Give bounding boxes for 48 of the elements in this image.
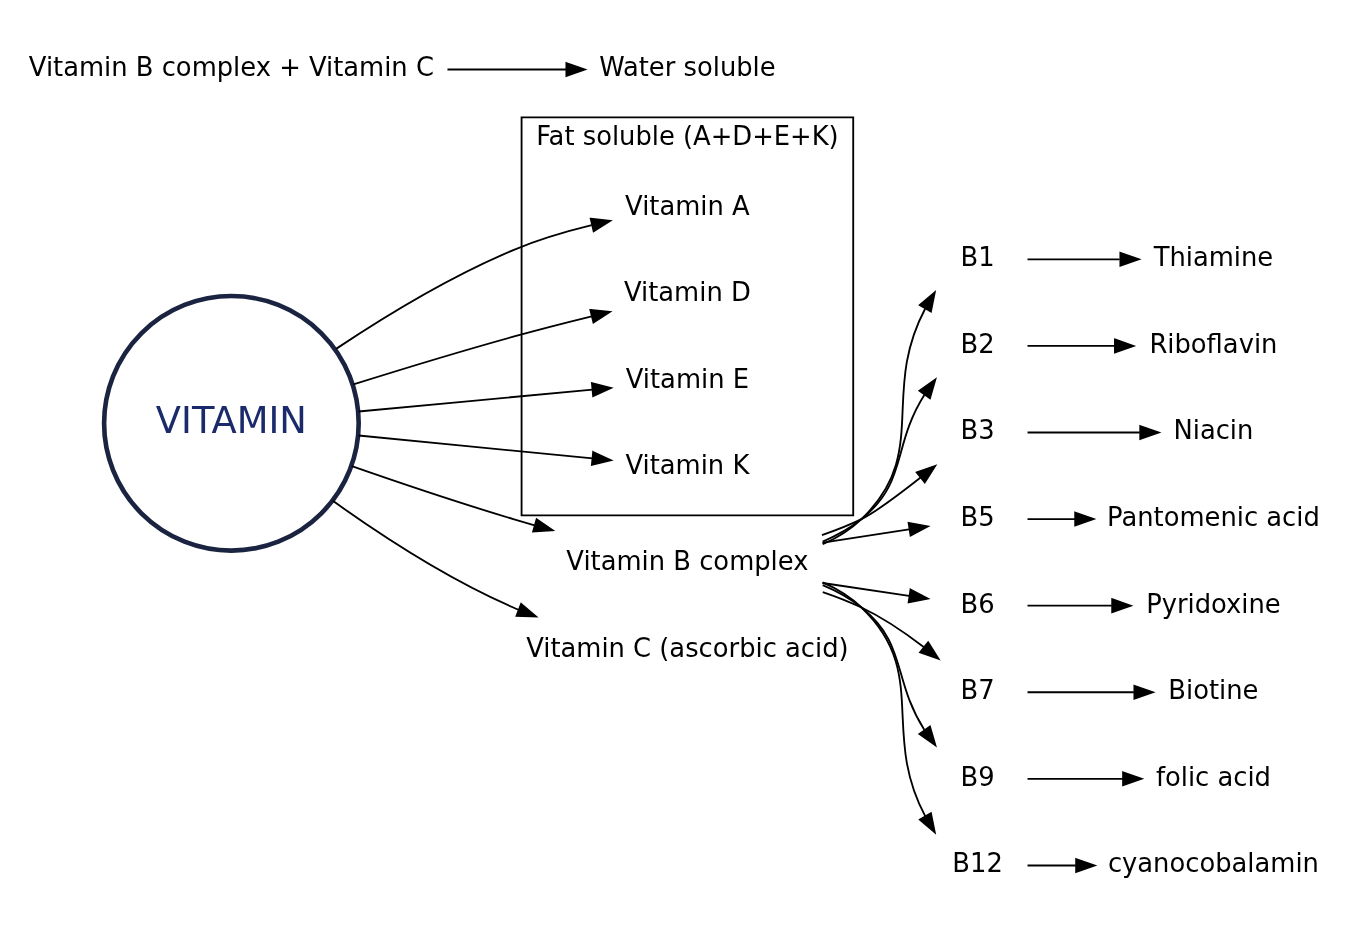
node-circle: VITAMIN <box>101 293 361 553</box>
node-text: Niacin <box>1173 415 1254 446</box>
node-text: B1 <box>960 242 995 273</box>
node-text: B12 <box>952 848 1003 879</box>
node-text: B2 <box>960 328 995 359</box>
arrow <box>1026 597 1134 614</box>
arrow <box>1026 684 1156 701</box>
arrow <box>352 308 613 386</box>
arrow <box>821 521 931 544</box>
arrow <box>821 584 937 748</box>
arrow <box>821 582 931 604</box>
node-text: cyanocobalamin <box>1107 848 1319 879</box>
node-text: Vitamin A <box>625 190 750 221</box>
arrow <box>350 465 556 533</box>
node-text: Riboflavin <box>1149 328 1278 359</box>
arrow <box>1026 857 1098 874</box>
arrow <box>357 382 614 413</box>
arrow <box>1026 511 1097 527</box>
arrow <box>1026 338 1137 354</box>
node-text: Vitamin K <box>625 450 750 481</box>
node-text: B5 <box>960 501 995 532</box>
arrow <box>335 217 613 350</box>
arrow <box>331 499 539 618</box>
node-text: Vitamin B complex <box>566 546 809 577</box>
node-text: Vitamin D <box>623 277 751 308</box>
node-text: Thiamine <box>1153 242 1274 273</box>
node-text: Vitamin C (ascorbic acid) <box>526 632 849 663</box>
node-text: B7 <box>960 675 995 706</box>
arrow <box>446 61 588 78</box>
arrow <box>357 434 614 467</box>
node-text: Vitamin E <box>625 363 750 394</box>
arrow <box>1026 771 1145 787</box>
arrow <box>1026 424 1162 441</box>
node-text: Pantomenic acid <box>1107 501 1320 532</box>
node-text: B3 <box>960 415 995 446</box>
arrow <box>1026 251 1142 268</box>
node-text: B6 <box>960 588 995 619</box>
node-text: Water soluble <box>599 52 776 83</box>
node-text: Vitamin B complex + Vitamin C <box>28 52 434 83</box>
node-text: Biotine <box>1168 675 1259 706</box>
arrow <box>821 591 941 661</box>
arrow <box>821 377 937 543</box>
arrow <box>821 290 937 546</box>
arrow <box>821 464 938 536</box>
node-text: folic acid <box>1155 761 1271 792</box>
node-text: B9 <box>960 761 995 792</box>
arrow <box>821 581 937 835</box>
node-text: Pyridoxine <box>1146 588 1281 619</box>
